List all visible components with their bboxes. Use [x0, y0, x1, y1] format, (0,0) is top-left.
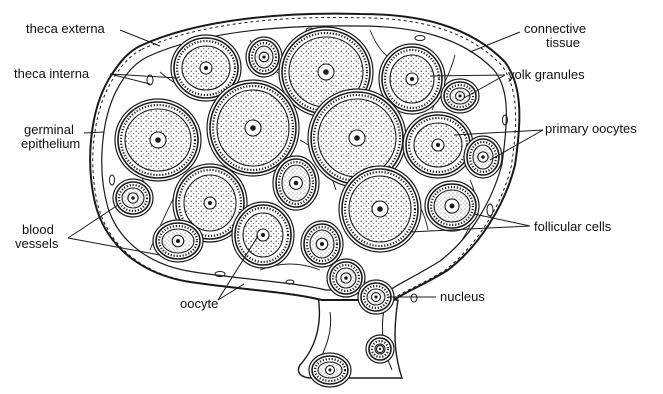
- nucleolus: [176, 239, 180, 243]
- follicle: [366, 335, 394, 363]
- follicle: [403, 112, 473, 178]
- label-theca-interna: theca interna: [14, 67, 89, 81]
- label-yolk-granules: yolk granules: [508, 68, 585, 82]
- nucleolus: [131, 196, 135, 200]
- label-connective-tissue-line2: tissue: [546, 36, 580, 50]
- label-blood-vessels-line1: blood: [22, 223, 54, 237]
- nucleolus: [320, 242, 324, 246]
- follicle: [339, 166, 421, 252]
- label-connective-tissue-line1: connective: [524, 22, 586, 36]
- nucleolus: [436, 143, 440, 147]
- follicle: [301, 221, 343, 267]
- label-germinal-epithelium-line1: germinal: [24, 123, 74, 137]
- follicle: [425, 181, 479, 231]
- follicle: [232, 202, 294, 268]
- nucleolus: [262, 55, 265, 58]
- label-nucleus: nucleus: [440, 290, 485, 304]
- nucleolus: [379, 348, 381, 350]
- nucleolus: [323, 69, 329, 75]
- nucleolus: [204, 66, 208, 70]
- nucleolus: [377, 206, 383, 212]
- nucleolus: [294, 181, 298, 185]
- follicle: [309, 353, 351, 387]
- nucleolus: [374, 295, 377, 298]
- follicle: [153, 220, 203, 262]
- nucleolus: [450, 204, 455, 209]
- follicle: [246, 37, 282, 77]
- pointer-line: [120, 30, 160, 46]
- nucleolus: [458, 94, 461, 97]
- label-blood-vessels-line2: vessels: [15, 237, 58, 251]
- follicle: [441, 79, 479, 113]
- nucleolus: [481, 155, 485, 159]
- nucleolus: [261, 233, 265, 237]
- nucleolus: [410, 77, 414, 81]
- nucleolus: [354, 135, 360, 141]
- follicle: [115, 99, 201, 181]
- label-theca-externa: theca externa: [26, 22, 105, 36]
- label-primary-oocytes: primary oocytes: [545, 122, 637, 136]
- label-follicular-cells: follicular cells: [534, 220, 611, 234]
- nucleolus: [344, 276, 348, 280]
- follicle: [273, 156, 319, 210]
- follicle: [113, 179, 153, 217]
- nucleolus: [250, 125, 256, 131]
- nucleolus: [208, 201, 212, 205]
- nucleolus: [328, 368, 331, 371]
- label-germinal-epithelium-line2: epithelium: [21, 137, 80, 151]
- label-oocyte: oocyte: [180, 297, 218, 311]
- nucleolus: [155, 137, 161, 143]
